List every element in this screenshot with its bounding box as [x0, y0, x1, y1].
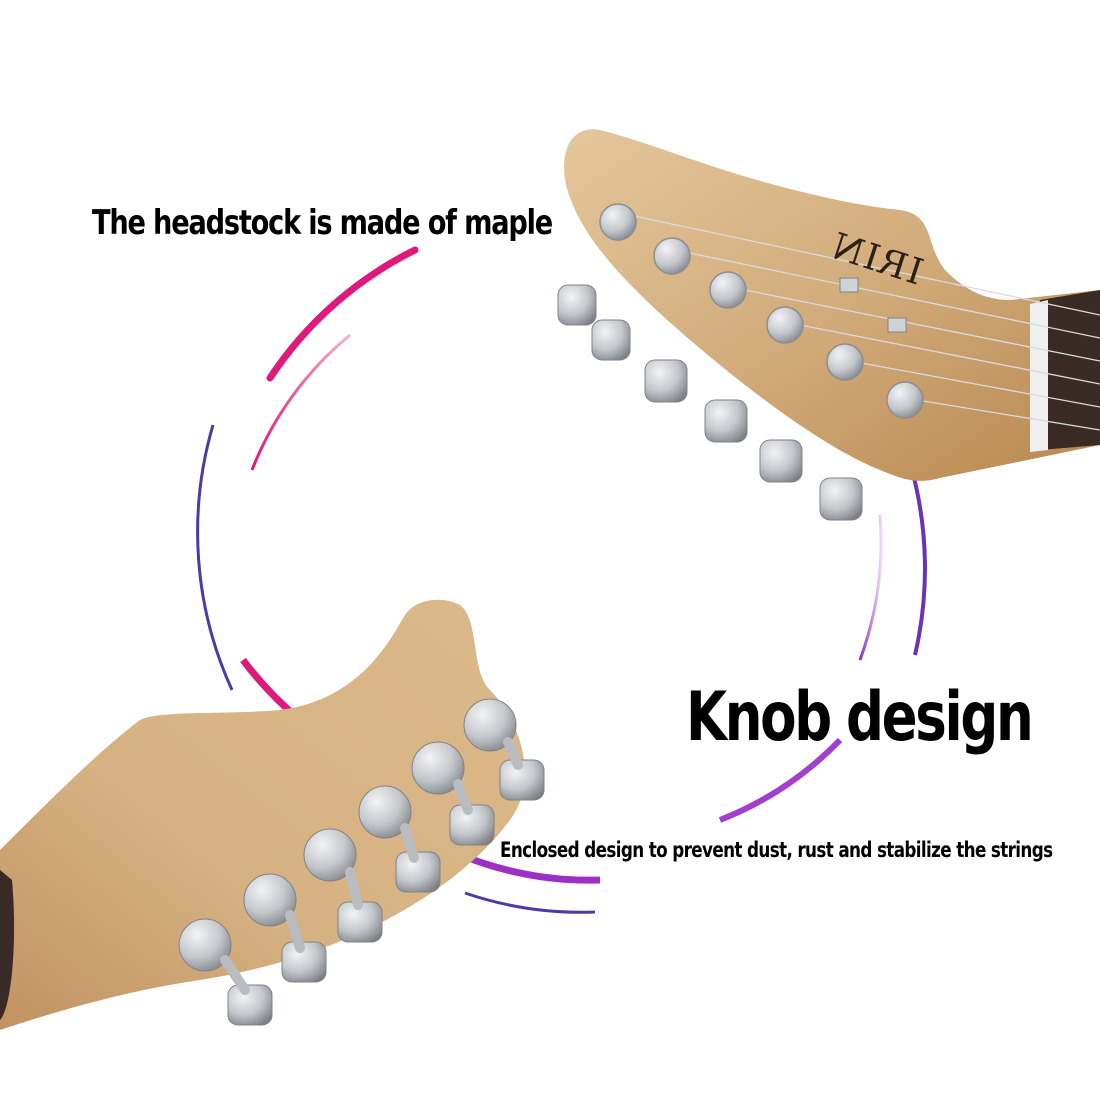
string-tree-2 — [887, 317, 907, 333]
maple-headstock-back — [0, 599, 525, 1030]
back-knob-4 — [395, 851, 441, 893]
arc-violet-lower — [718, 737, 843, 823]
back-tuner-2 — [243, 873, 297, 927]
string-tree-1 — [839, 277, 859, 293]
back-tuner-4 — [358, 785, 412, 839]
nut — [1030, 300, 1048, 452]
tuner-knobs-front — [557, 284, 863, 521]
tuner-shafts — [220, 737, 523, 995]
back-tuner-5 — [411, 741, 465, 795]
post-4 — [766, 306, 804, 344]
tuner-knob-1 — [557, 284, 597, 326]
post-5 — [826, 343, 864, 381]
post-3 — [709, 271, 747, 309]
tuner-knob-4 — [704, 399, 748, 443]
back-knob-5 — [449, 804, 495, 846]
arc-pink-inner — [250, 333, 351, 471]
arc-purple-right — [910, 469, 927, 656]
back-knob-1 — [227, 984, 273, 1026]
maple-headstock-front — [564, 129, 1100, 481]
arc-indigo-bottom — [464, 891, 596, 914]
arc-indigo-left — [196, 424, 234, 691]
strings — [619, 212, 1100, 431]
tuning-posts — [599, 203, 924, 419]
back-knob-6 — [499, 759, 545, 801]
back-tuner-3 — [303, 828, 357, 882]
post-6 — [886, 381, 924, 419]
headstock-back — [0, 599, 545, 1030]
headstock-material-caption: The headstock is made of maple — [92, 203, 553, 243]
arc-magenta-top — [266, 246, 419, 382]
knob-design-description: Enclosed design to prevent dust, rust an… — [500, 838, 1053, 862]
tuner-knobs-back — [178, 698, 545, 1026]
tuner-knob-5 — [759, 439, 803, 483]
back-tuner-6 — [463, 698, 517, 752]
arc-lilac-right — [858, 514, 883, 661]
tuner-knob-2 — [591, 319, 631, 361]
tuner-knob-3 — [644, 359, 688, 403]
fretboard — [1040, 290, 1100, 450]
back-knob-2 — [281, 941, 327, 983]
knob-design-title: Knob design — [686, 678, 1034, 757]
back-tuner-1 — [178, 918, 232, 972]
headstock-front — [557, 129, 1100, 521]
tuner-knob-6 — [819, 477, 863, 521]
post-1 — [599, 203, 637, 241]
fretboard-edge — [0, 870, 15, 1020]
post-2 — [653, 237, 691, 275]
decorative-arcs — [196, 246, 927, 914]
